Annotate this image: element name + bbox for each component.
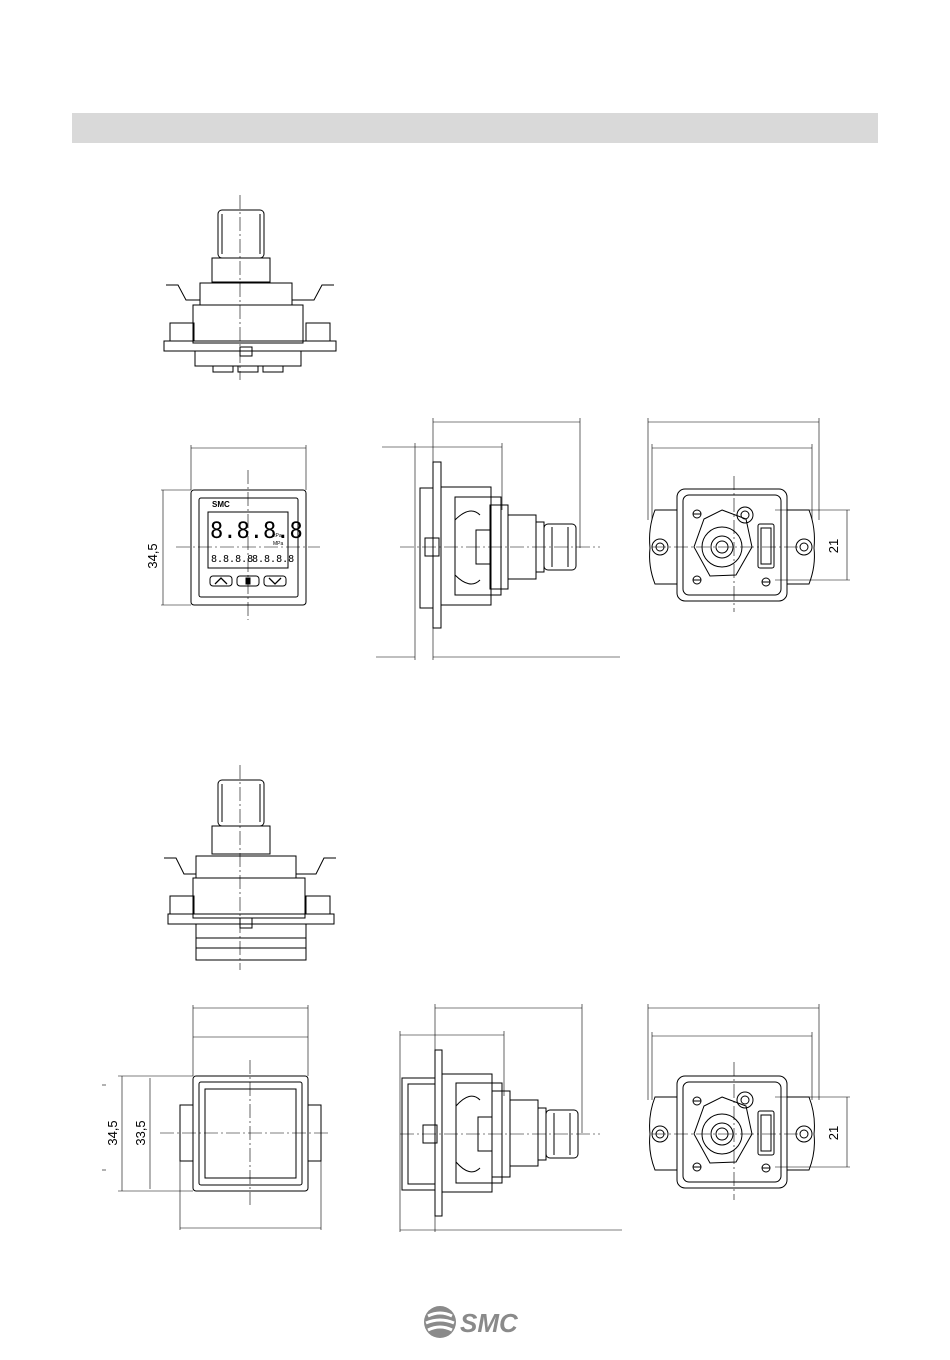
dim-panel1-rear-height: 21 [826, 539, 841, 553]
smc-logo-text: SMC [460, 1308, 519, 1338]
top-view-2 [164, 765, 336, 970]
dim-panel1-height: 34,5 [145, 543, 160, 568]
rear-view-2 [648, 1004, 850, 1200]
side-view-1 [376, 418, 620, 660]
lcd-unit-mpa: MPa [273, 541, 284, 547]
lcd-unit-kpa: kPa [273, 533, 282, 539]
lcd-sub-digits-right: 8.8.8.8 [252, 554, 294, 565]
smc-logo-mark [424, 1306, 456, 1338]
smc-logo: SMC [420, 1302, 530, 1342]
rear-view-1 [648, 418, 850, 612]
lcd-main-digits: 8.8.8.8 [210, 519, 303, 544]
top-view-1 [164, 195, 336, 380]
dim-panel2-height-outer: 34,5 [105, 1120, 120, 1145]
dim-panel2-height-inner: 33,5 [133, 1120, 148, 1145]
front-view-2 [102, 1005, 330, 1230]
dim-panel2-rear-height: 21 [826, 1126, 841, 1140]
lcd-sub-digits-left: 8.8.8.8 [211, 554, 253, 565]
side-view-2 [400, 1004, 622, 1232]
lcd-brand: SMC [212, 500, 230, 509]
